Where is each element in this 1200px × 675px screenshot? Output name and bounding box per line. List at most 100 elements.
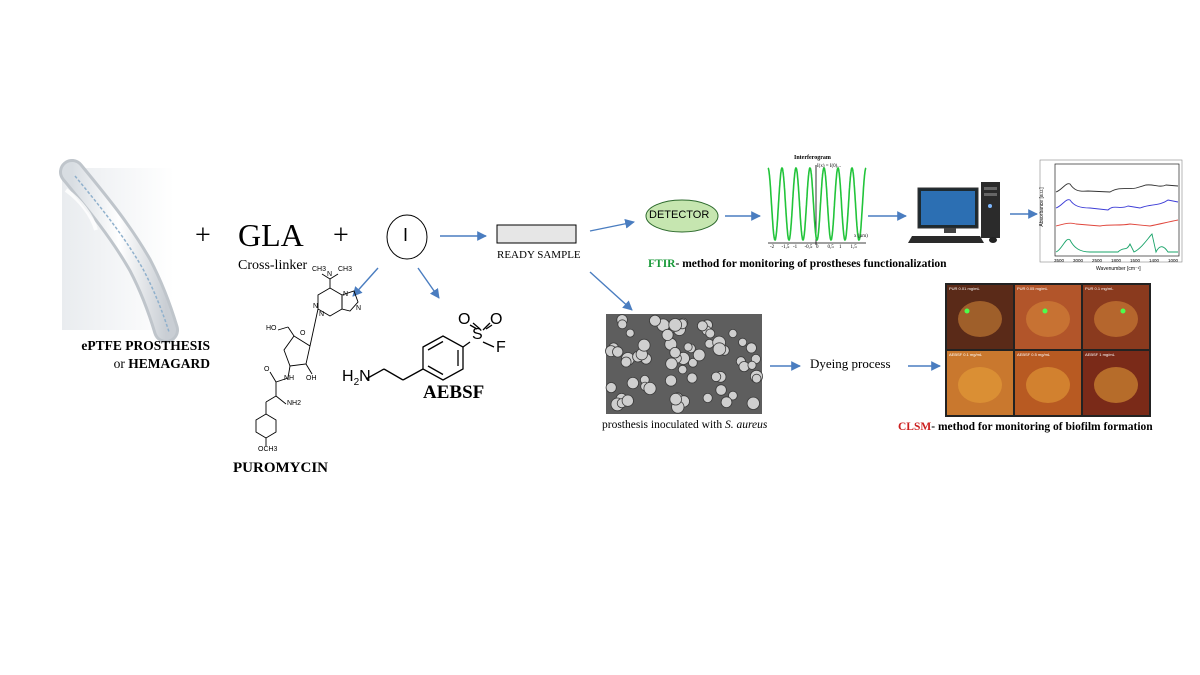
prosthesis-image — [59, 159, 179, 343]
bacterial-cell — [683, 342, 693, 352]
bacterial-cell — [697, 320, 708, 332]
puro-atom-nh: NH — [284, 375, 295, 382]
bacterial-cell — [637, 338, 651, 352]
bacterial-cell — [692, 348, 706, 362]
bacterial-cell — [745, 342, 757, 354]
puro-atom-och3: OCH3 — [258, 446, 278, 453]
spectrum-tick-label: 1800 — [1111, 258, 1122, 263]
clsm-panel-label: PUR 0.05 mg/mL — [1017, 286, 1048, 291]
arrow-sample-to-sem — [589, 271, 633, 311]
bacterial-cell — [649, 314, 661, 327]
bacterial-cell — [746, 396, 760, 410]
bacterial-cell — [720, 396, 733, 409]
clsm-panel-label: PUR 0.01 mg/mL — [949, 286, 980, 291]
ready-sample-box — [496, 224, 577, 244]
spectrum-tick-label: 1500 — [1130, 258, 1141, 263]
arrow-inhibitor-to-aebsf — [417, 267, 440, 299]
clsm-biofilm-blob — [1026, 367, 1070, 403]
bacterial-cell — [712, 342, 727, 356]
clsm-description: - method for monitoring of biofilm forma… — [931, 421, 1153, 433]
spectrum-tick-label: 2500 — [1092, 258, 1103, 263]
bacterial-cell — [661, 328, 674, 341]
interferogram-annotation: I(x) = I(0)... — [817, 164, 842, 169]
interferogram-tick-label: 1 — [839, 245, 842, 250]
clsm-biofilm-blob — [1094, 301, 1138, 337]
inhibitor-symbol: I — [403, 225, 409, 245]
detector-ellipse — [645, 199, 719, 233]
ftir-method-label: FTIR- method for monitoring of prosthese… — [648, 258, 947, 270]
inhibitor-circle — [386, 214, 428, 260]
bacterial-cell — [665, 357, 678, 371]
interferogram-title: Interferogram — [794, 155, 831, 161]
prosthesis-label-line1: ePTFE PROSTHESIS — [81, 338, 210, 353]
gla-label: GLA — [238, 217, 304, 253]
bacterial-cell — [625, 328, 635, 338]
interferogram-tick-label: -1 — [793, 245, 798, 250]
bacterial-cell — [738, 337, 748, 347]
ftir-spectrum-plot — [1039, 159, 1183, 263]
clsm-biofilm-blob — [958, 367, 1002, 403]
detector-label: DETECTOR — [649, 209, 710, 221]
bacterial-cell — [747, 360, 757, 370]
aebsf-structure — [365, 322, 495, 381]
interferogram-tick-label: -0,5 — [804, 245, 813, 250]
ftir-description: - method for monitoring of prostheses fu… — [675, 258, 947, 270]
puro-atom-n4: N — [356, 305, 362, 312]
interferogram-tick-label: 1,5 — [850, 245, 857, 250]
crosslinker-label: Cross-linker — [238, 258, 308, 273]
puro-atom-n5: N — [319, 311, 325, 318]
clsm-green-signal — [964, 308, 970, 314]
dyeing-process-label: Dyeing process — [810, 356, 891, 371]
interferogram-tick-label: -1,5 — [781, 245, 790, 250]
hemagard-label: HEMAGARD — [128, 356, 210, 371]
bacterial-cell — [612, 346, 624, 358]
bacterial-cell — [705, 328, 716, 339]
puro-atom-n1: N — [327, 271, 333, 278]
puro-atom-oh: OH — [306, 375, 317, 382]
puro-atom-nh2: NH2 — [287, 400, 302, 407]
interferogram-tick-label: 0,5 — [827, 245, 834, 250]
puro-atom-ch3-a: CH3 — [312, 266, 327, 273]
arrow-inhibitor-to-puromycin — [352, 267, 379, 297]
computer-icon — [908, 182, 1000, 243]
spectrum-tick-label: 1000 — [1168, 258, 1179, 263]
bacterial-cell — [605, 382, 617, 394]
interferogram-tick-label: -2 — [770, 245, 775, 250]
clsm-panel-label: PUR 0.1 mg/mL — [1085, 286, 1114, 291]
puromycin-label: PUROMYCIN — [233, 460, 328, 476]
aebsf-amine: H2N — [342, 368, 371, 388]
bacterial-cell — [620, 356, 632, 368]
bacterial-cell — [626, 376, 640, 390]
prosthesis-label-line2: or HEMAGARD — [60, 356, 210, 372]
bacterial-cell — [686, 372, 698, 384]
bacterial-cell — [715, 384, 727, 396]
clsm-green-signal — [1042, 308, 1048, 314]
aebsf-label: AEBSF — [423, 382, 485, 403]
prosthesis-or: or — [113, 356, 129, 371]
aebsf-sulfur: S — [472, 326, 483, 343]
bacterial-cell — [728, 390, 738, 401]
clsm-biofilm-blob — [958, 301, 1002, 337]
bacterial-cell — [643, 381, 657, 395]
sem-image — [605, 314, 764, 414]
sem-caption-species: S. aureus — [724, 419, 768, 431]
bacterial-cell — [728, 328, 738, 338]
clsm-panels — [945, 283, 1151, 417]
bacterial-cell — [738, 361, 750, 373]
clsm-panel-label: AEBSF 0.1 mg/mL — [949, 352, 983, 357]
spectrum-tick-label: 3000 — [1073, 258, 1084, 263]
bacterial-cell — [668, 318, 682, 332]
bacterial-cell — [677, 364, 688, 375]
plus-sign-1: + — [195, 220, 211, 251]
clsm-method-label: CLSM- method for monitoring of biofilm f… — [898, 421, 1153, 433]
bacterial-cell — [669, 347, 681, 359]
bacterial-cell — [751, 373, 762, 384]
bacterial-cell — [710, 371, 722, 382]
puro-atom-ho: HO — [266, 325, 277, 332]
ready-sample-label: READY SAMPLE — [497, 249, 581, 261]
interferogram-x-unit: x (µm) — [854, 234, 868, 239]
aebsf-oxygen-2: O — [490, 311, 503, 328]
plus-sign-2: + — [333, 220, 349, 251]
bacterial-cell — [621, 394, 634, 407]
